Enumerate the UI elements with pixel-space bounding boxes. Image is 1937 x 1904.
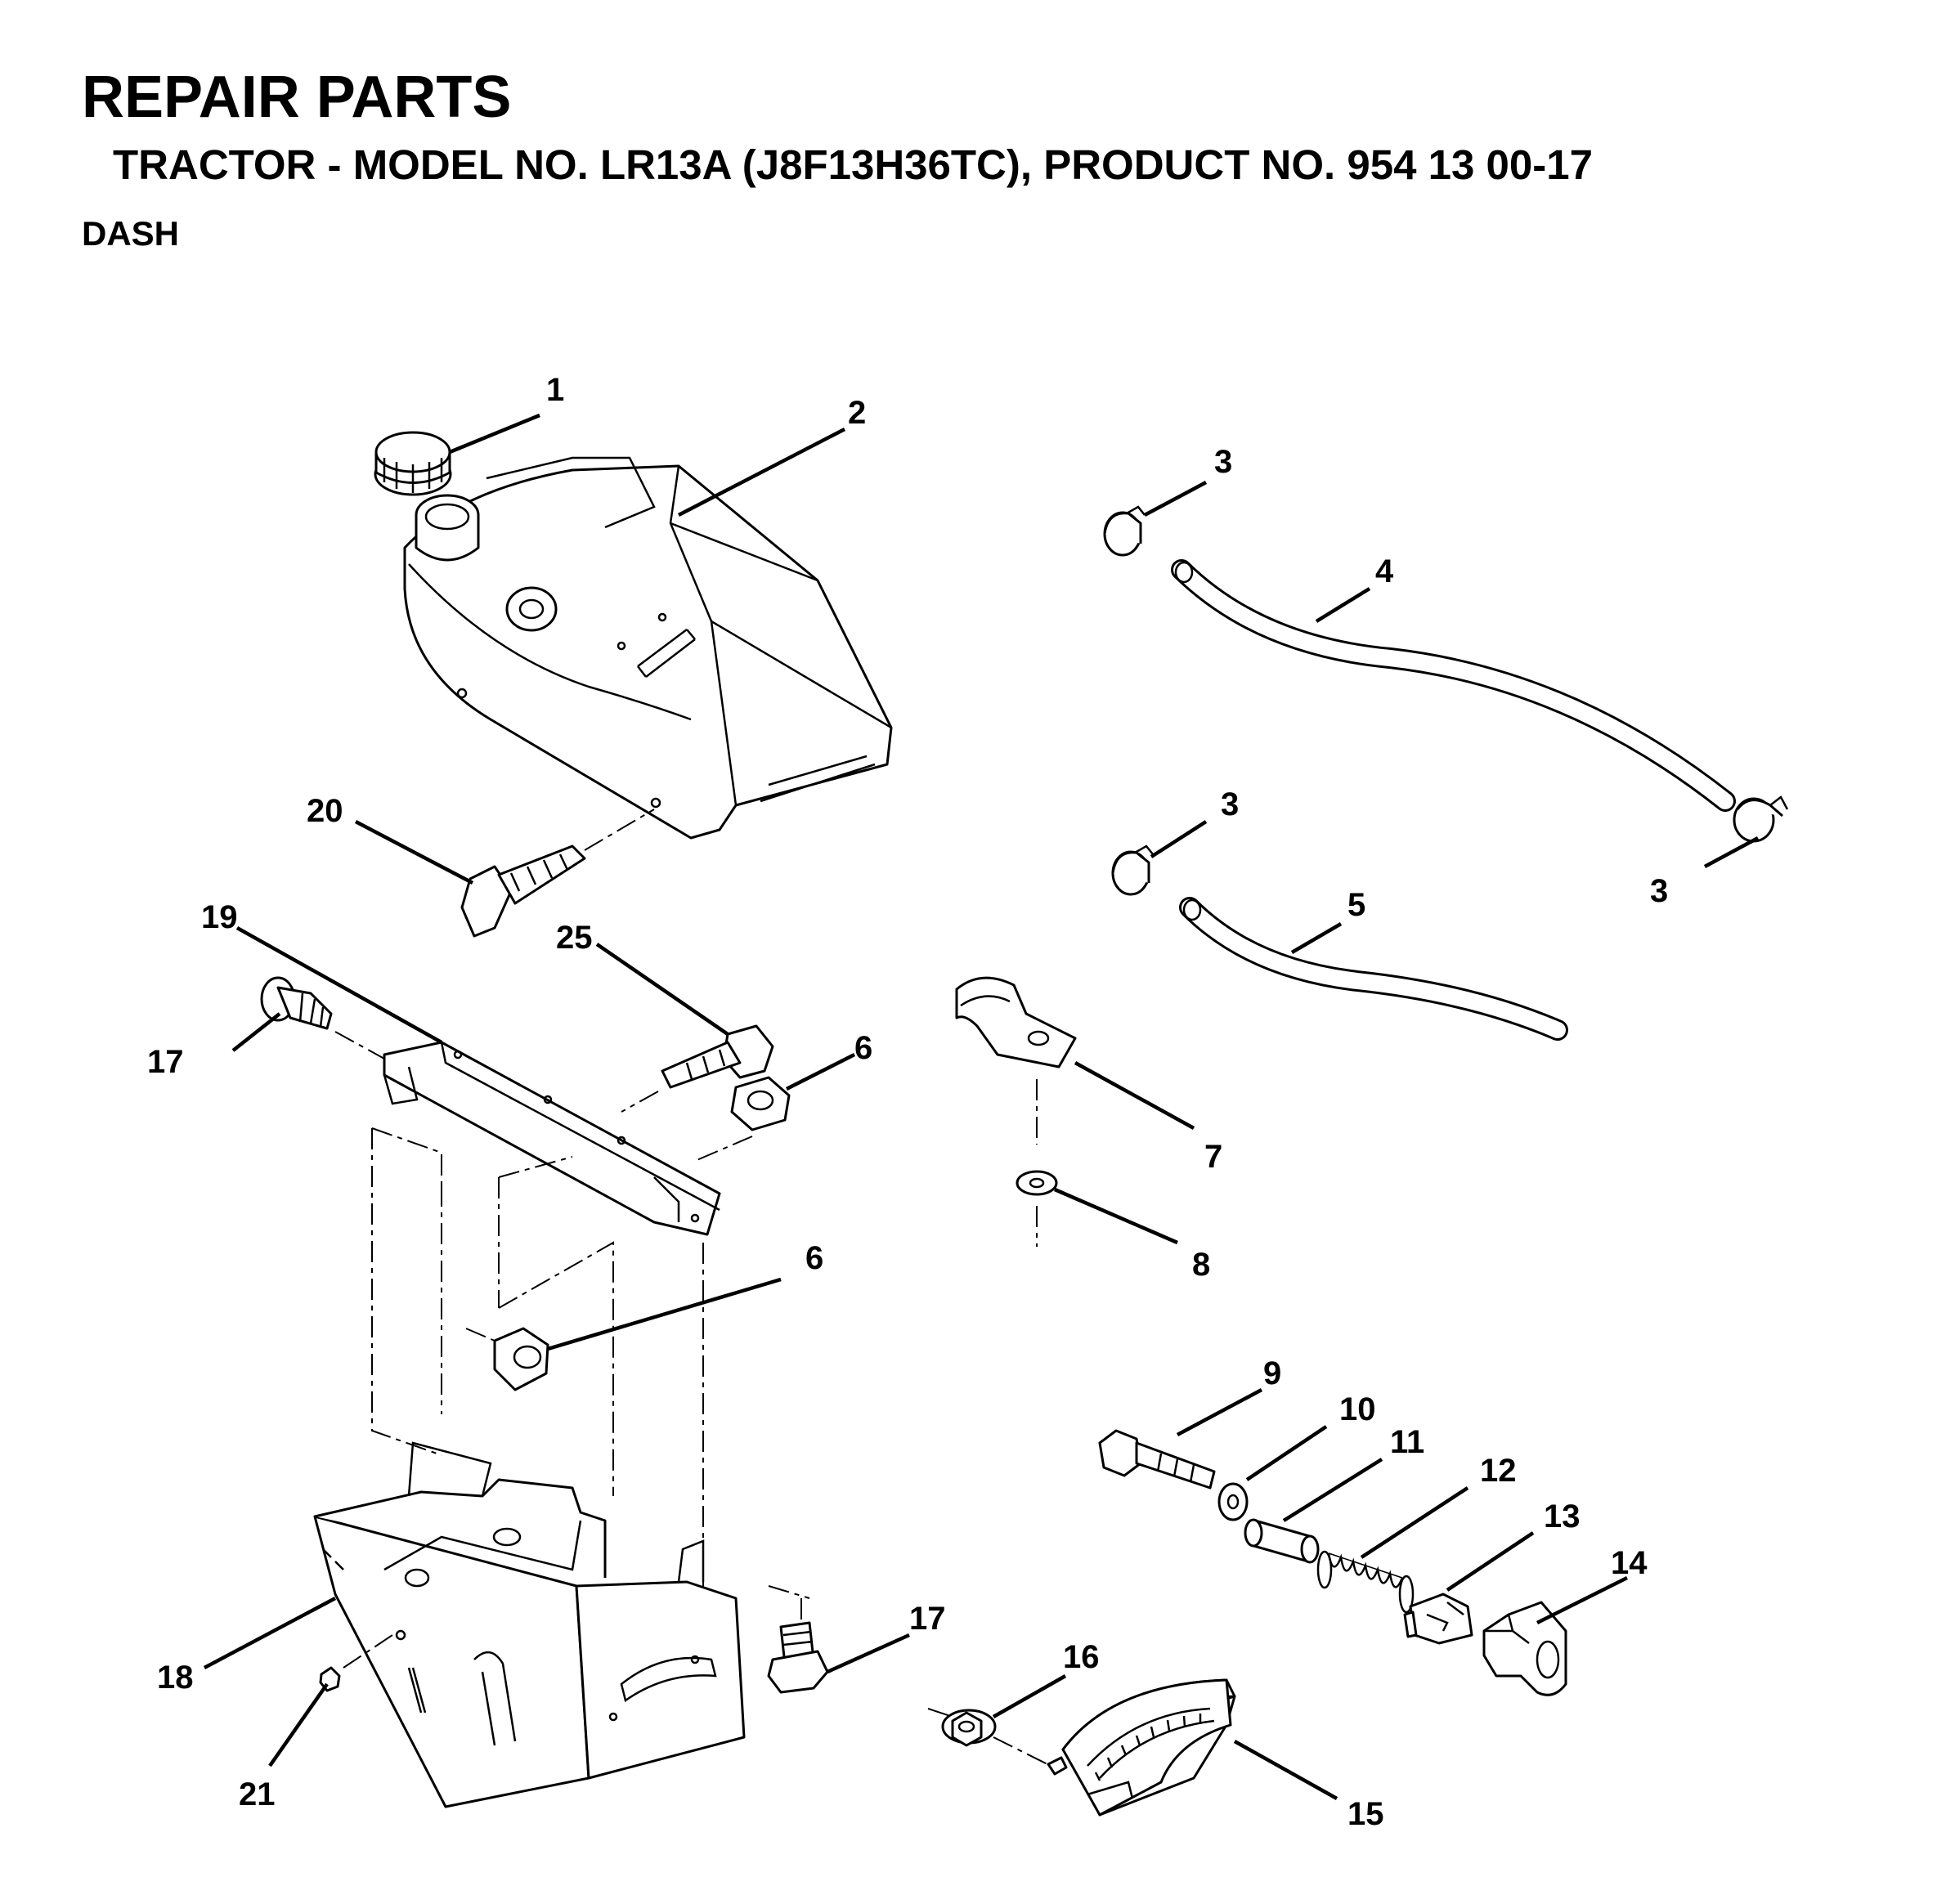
bolt-9 (1098, 1429, 1216, 1490)
callout-5: 5 (1347, 887, 1365, 923)
spring-12 (1316, 1550, 1415, 1614)
callout-7: 7 (1204, 1139, 1222, 1175)
indicator-plate-15 (1047, 1678, 1236, 1817)
callout-17-lower: 17 (909, 1601, 946, 1637)
hose-clamp-3-middle (1111, 844, 1154, 896)
callout-12: 12 (1480, 1453, 1517, 1489)
fuel-tank-housing (403, 456, 893, 840)
callout-3-right: 3 (1650, 873, 1668, 909)
fuel-cap (374, 431, 452, 496)
callout-14: 14 (1611, 1545, 1648, 1581)
flange-nut-16 (927, 1708, 1051, 1767)
callout-9: 9 (1263, 1355, 1281, 1391)
callout-17-upper: 17 (147, 1044, 184, 1080)
bolt-17-upper (260, 976, 385, 1060)
callout-15: 15 (1347, 1796, 1384, 1832)
dash-panel-18 (313, 1441, 746, 1808)
screw-20 (460, 809, 655, 938)
spacer-11 (1244, 1518, 1320, 1564)
washer-8 (1016, 1170, 1058, 1247)
callout-3-top: 3 (1214, 444, 1232, 480)
nut-6-lower (493, 1327, 549, 1391)
callout-3-middle: 3 (1221, 786, 1239, 822)
callout-8: 8 (1192, 1247, 1210, 1283)
section-label: DASH (82, 214, 180, 253)
washer-10 (1217, 1482, 1249, 1521)
callout-1: 1 (546, 372, 564, 408)
bolt-25 (621, 1024, 774, 1113)
nut-6-upper (694, 1076, 791, 1162)
callout-2: 2 (848, 395, 866, 431)
callout-19: 19 (201, 899, 238, 935)
callout-6-upper: 6 (854, 1030, 872, 1066)
callout-13: 13 (1544, 1499, 1581, 1534)
callout-25: 25 (556, 920, 593, 956)
model-subtitle: TRACTOR - MODEL NO. LR13A (J8F13H36TC), … (113, 141, 1593, 188)
knob-insert-13 (1403, 1593, 1473, 1645)
callout-10: 10 (1339, 1391, 1376, 1427)
bolt-17-lower (767, 1621, 829, 1694)
lever-knob-14 (1482, 1601, 1567, 1696)
callout-18: 18 (157, 1660, 194, 1696)
callout-21: 21 (239, 1776, 276, 1812)
hose-bracket-7 (955, 976, 1077, 1145)
callout-20: 20 (307, 793, 343, 829)
hose-clamp-3-right (1733, 795, 1789, 843)
callout-16: 16 (1063, 1639, 1100, 1675)
hose-clamp-3-top (1103, 505, 1146, 557)
callout-11: 11 (1390, 1424, 1424, 1460)
fuel-hose-4 (1171, 559, 1736, 812)
fuel-hose-5 (1179, 897, 1568, 1041)
callout-6-lower: 6 (805, 1240, 823, 1276)
callout-4: 4 (1375, 553, 1394, 589)
callout-numbers: 1 2 3 4 3 3 5 6 6 7 8 9 10 11 12 13 14 1… (147, 372, 1668, 1832)
page-title: REPAIR PARTS (82, 65, 512, 130)
callout-leader-lines (203, 413, 1760, 1800)
